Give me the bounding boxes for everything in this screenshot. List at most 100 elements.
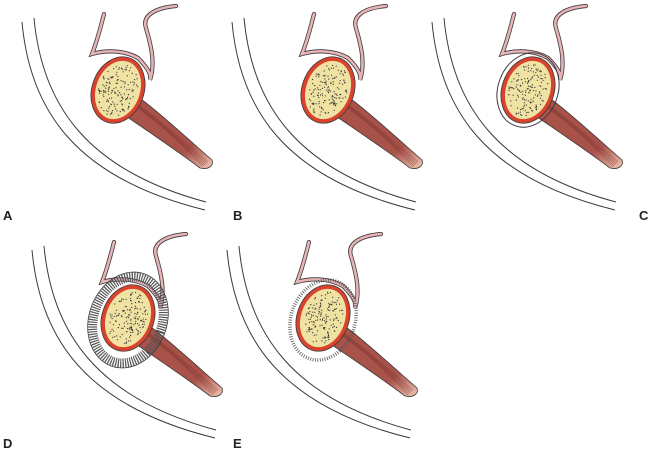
marrow-dot (339, 93, 341, 95)
marrow-dot (310, 316, 312, 318)
marrow-dot (539, 92, 541, 94)
marrow-dot (340, 101, 342, 103)
marrow-dot (123, 310, 125, 312)
marrow-dot (547, 83, 549, 85)
marrow-dot (109, 81, 111, 83)
marrow-dot (313, 111, 315, 113)
marrow-dot (121, 333, 123, 336)
rib-marrow (304, 60, 352, 120)
marrow-dot (515, 73, 517, 75)
marrow-dot (129, 98, 131, 100)
marrow-dot (522, 98, 524, 100)
marrow-dot (510, 86, 512, 88)
marrow-dot (139, 294, 141, 296)
marrow-dot (124, 82, 126, 84)
marrow-dot (327, 86, 330, 88)
muscle-fiber (350, 110, 414, 168)
marrow-dot (332, 296, 334, 298)
marrow-dot (132, 89, 134, 91)
marrow-dot (520, 85, 522, 87)
marrow-dot (312, 311, 314, 313)
marrow-dot (326, 89, 328, 91)
marrow-dot (513, 78, 515, 80)
gut-wall (294, 232, 383, 309)
marrow-dot (133, 84, 135, 86)
marrow-dot (318, 76, 320, 78)
marrow-dot (100, 107, 102, 109)
marrow-dot (307, 312, 309, 314)
marrow-dot (108, 87, 110, 89)
marrow-dot (312, 102, 314, 104)
marrow-dot (108, 93, 110, 95)
marrow-dot (516, 84, 518, 86)
marrow-dot (346, 92, 348, 94)
marrow-dot (518, 75, 520, 77)
marrow-dot (114, 312, 116, 314)
marrow-dot (324, 294, 327, 296)
marrow-dot (128, 317, 130, 319)
marrow-dot (324, 86, 326, 88)
marrow-dot (339, 73, 341, 75)
membrane (496, 52, 560, 128)
marrow-dot (327, 334, 330, 337)
marrow-dot (128, 314, 130, 316)
marrow-dot (525, 104, 527, 106)
marrow-dot (527, 111, 529, 113)
muscle-fiber (336, 329, 412, 393)
marrow-dot (312, 315, 314, 317)
marrow-dot (135, 328, 137, 330)
marrow-dot (127, 96, 129, 98)
marrow-dot (111, 314, 113, 316)
marrow-dot (525, 114, 527, 117)
marrow-dot (529, 85, 531, 87)
rib-marrow (504, 60, 552, 120)
marrow-dot (342, 313, 344, 315)
marrow-dot (129, 314, 131, 316)
marrow-dot (534, 86, 536, 89)
body-wall-outer (431, 21, 616, 211)
marrow-dot (131, 293, 133, 295)
marrow-dot (102, 84, 104, 86)
marrow-dot (109, 113, 112, 115)
marrow-dot (105, 87, 107, 89)
marrow-dot (323, 70, 325, 72)
marrow-dot (125, 341, 128, 343)
marrow-dot (325, 318, 327, 320)
marrow-dot (131, 306, 133, 308)
marrow-dot (524, 81, 527, 83)
marrow-dot (134, 301, 137, 304)
marrow-dot (334, 330, 336, 332)
marrow-dot (321, 81, 323, 83)
marrow-dot (536, 79, 538, 81)
marrow-dot (332, 78, 334, 80)
marrow-dot (113, 91, 116, 93)
marrow-dot (107, 110, 109, 112)
marrow-dot (317, 316, 319, 318)
marrow-dot (342, 97, 344, 99)
marrow-dot (333, 319, 335, 321)
muscle-fiber (150, 338, 214, 396)
marrow-dot (319, 325, 321, 327)
marrow-dot (98, 101, 101, 103)
marrow-dot (112, 76, 114, 78)
marrow-dot (334, 97, 336, 99)
marrow-dot (117, 78, 119, 81)
marrow-dot (544, 77, 546, 79)
marrow-dot (305, 323, 307, 325)
marrow-dot (130, 67, 132, 69)
marrow-dot (116, 79, 118, 81)
marrow-dot (127, 316, 129, 318)
marrow-dot (144, 310, 146, 312)
marrow-dot (530, 86, 532, 88)
marrow-dot (523, 102, 525, 104)
marrow-dot (321, 309, 323, 311)
marrow-dot (531, 76, 534, 78)
marrow-dot (129, 327, 131, 329)
marrow-dot (108, 88, 110, 90)
marrow-dot (100, 90, 102, 92)
marrow-dot (312, 332, 314, 334)
marrow-dot (142, 320, 144, 322)
marrow-dot (305, 314, 307, 316)
marrow-dot (317, 89, 319, 91)
muscle-fiber (347, 107, 415, 167)
